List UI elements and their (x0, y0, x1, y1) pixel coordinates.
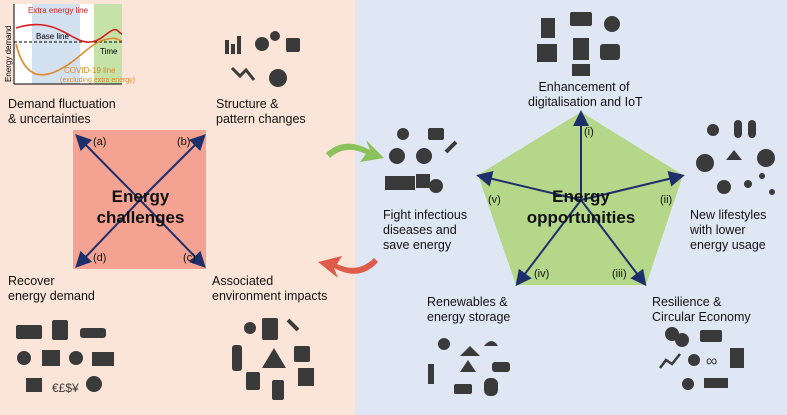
challenge-b-line1: Structure & (216, 97, 279, 111)
chart-covid-line-label: COVID-19 line (64, 66, 116, 75)
chart-covid-note: (excluding extra energy) (60, 77, 135, 84)
opportunity-iii-tag: (iii) (612, 268, 627, 280)
challenge-b-tag: (b) (177, 136, 191, 148)
opportunity-i-line1: Enhancement of (538, 80, 630, 94)
chart-base-line-label: Base line (36, 32, 69, 41)
challenge-a-line1: Demand fluctuation (8, 97, 116, 111)
challenge-c-line1: Associated (212, 274, 274, 288)
challenge-d-label: Recover energy demand (8, 274, 95, 304)
challenge-c-label: Associated environment impacts (212, 274, 327, 304)
challenge-d-tag: (d) (93, 252, 107, 264)
opportunity-ii-line1: New lifestyles (690, 208, 767, 222)
opportunity-ii-tag: (ii) (660, 194, 673, 206)
challenge-b-label: Structure & pattern changes (216, 97, 306, 127)
opportunity-ii-label: New lifestyles with lower energy usage (690, 208, 766, 253)
challenge-d-line1: Recover (8, 274, 55, 288)
opportunity-iv-line2: energy storage (427, 310, 511, 324)
opportunity-v-tag: (v) (488, 194, 501, 206)
opportunity-v-line2: diseases and (383, 223, 457, 237)
opportunity-ii-line3: energy usage (690, 238, 766, 252)
opportunity-v-line3: save energy (383, 238, 452, 252)
opportunities-title: Energy opportunities (526, 187, 636, 227)
challenge-a-line2: & uncertainties (8, 112, 91, 126)
energy-demand-chart: Energy demand Extra energy line Base lin… (4, 4, 135, 85)
opportunity-i-line2: digitalisation and IoT (528, 95, 643, 109)
svg-text:€£$¥: €£$¥ (52, 381, 79, 395)
opportunity-iv-label: Renewables & energy storage (427, 295, 510, 325)
chart-xlabel: Time (100, 47, 118, 56)
opportunity-iv-line1: Renewables & (427, 295, 508, 309)
challenges-title: Energy challenges (96, 187, 185, 227)
opportunity-iii-line2: Circular Economy (652, 310, 751, 324)
green-transition-arrow (326, 140, 384, 162)
challenge-c-line2: environment impacts (212, 289, 328, 303)
red-transition-arrow (318, 256, 378, 278)
challenge-a-tag: (a) (93, 136, 107, 148)
svg-text:∞: ∞ (706, 353, 717, 370)
opportunity-ii-line2: with lower (690, 223, 746, 237)
challenge-d-line2: energy demand (8, 289, 95, 303)
opportunity-v-label: Fight infectious diseases and save energ… (383, 208, 467, 253)
opportunity-iii-label: Resilience & Circular Economy (652, 295, 751, 325)
challenge-c-tag: (c) (183, 252, 196, 264)
opportunity-i-label: Enhancement of digitalisation and IoT (528, 80, 643, 110)
opportunity-v-line1: Fight infectious (383, 208, 468, 222)
chart-ylabel: Energy demand (4, 26, 13, 82)
challenge-a-label: Demand fluctuation & uncertainties (8, 97, 116, 127)
opportunity-i-tag: (i) (584, 126, 594, 138)
opportunity-iv-tag: (iv) (534, 268, 550, 280)
challenge-b-line2: pattern changes (216, 112, 306, 126)
chart-extra-line-label: Extra energy line (28, 6, 89, 15)
opportunity-iii-line1: Resilience & (652, 295, 722, 309)
